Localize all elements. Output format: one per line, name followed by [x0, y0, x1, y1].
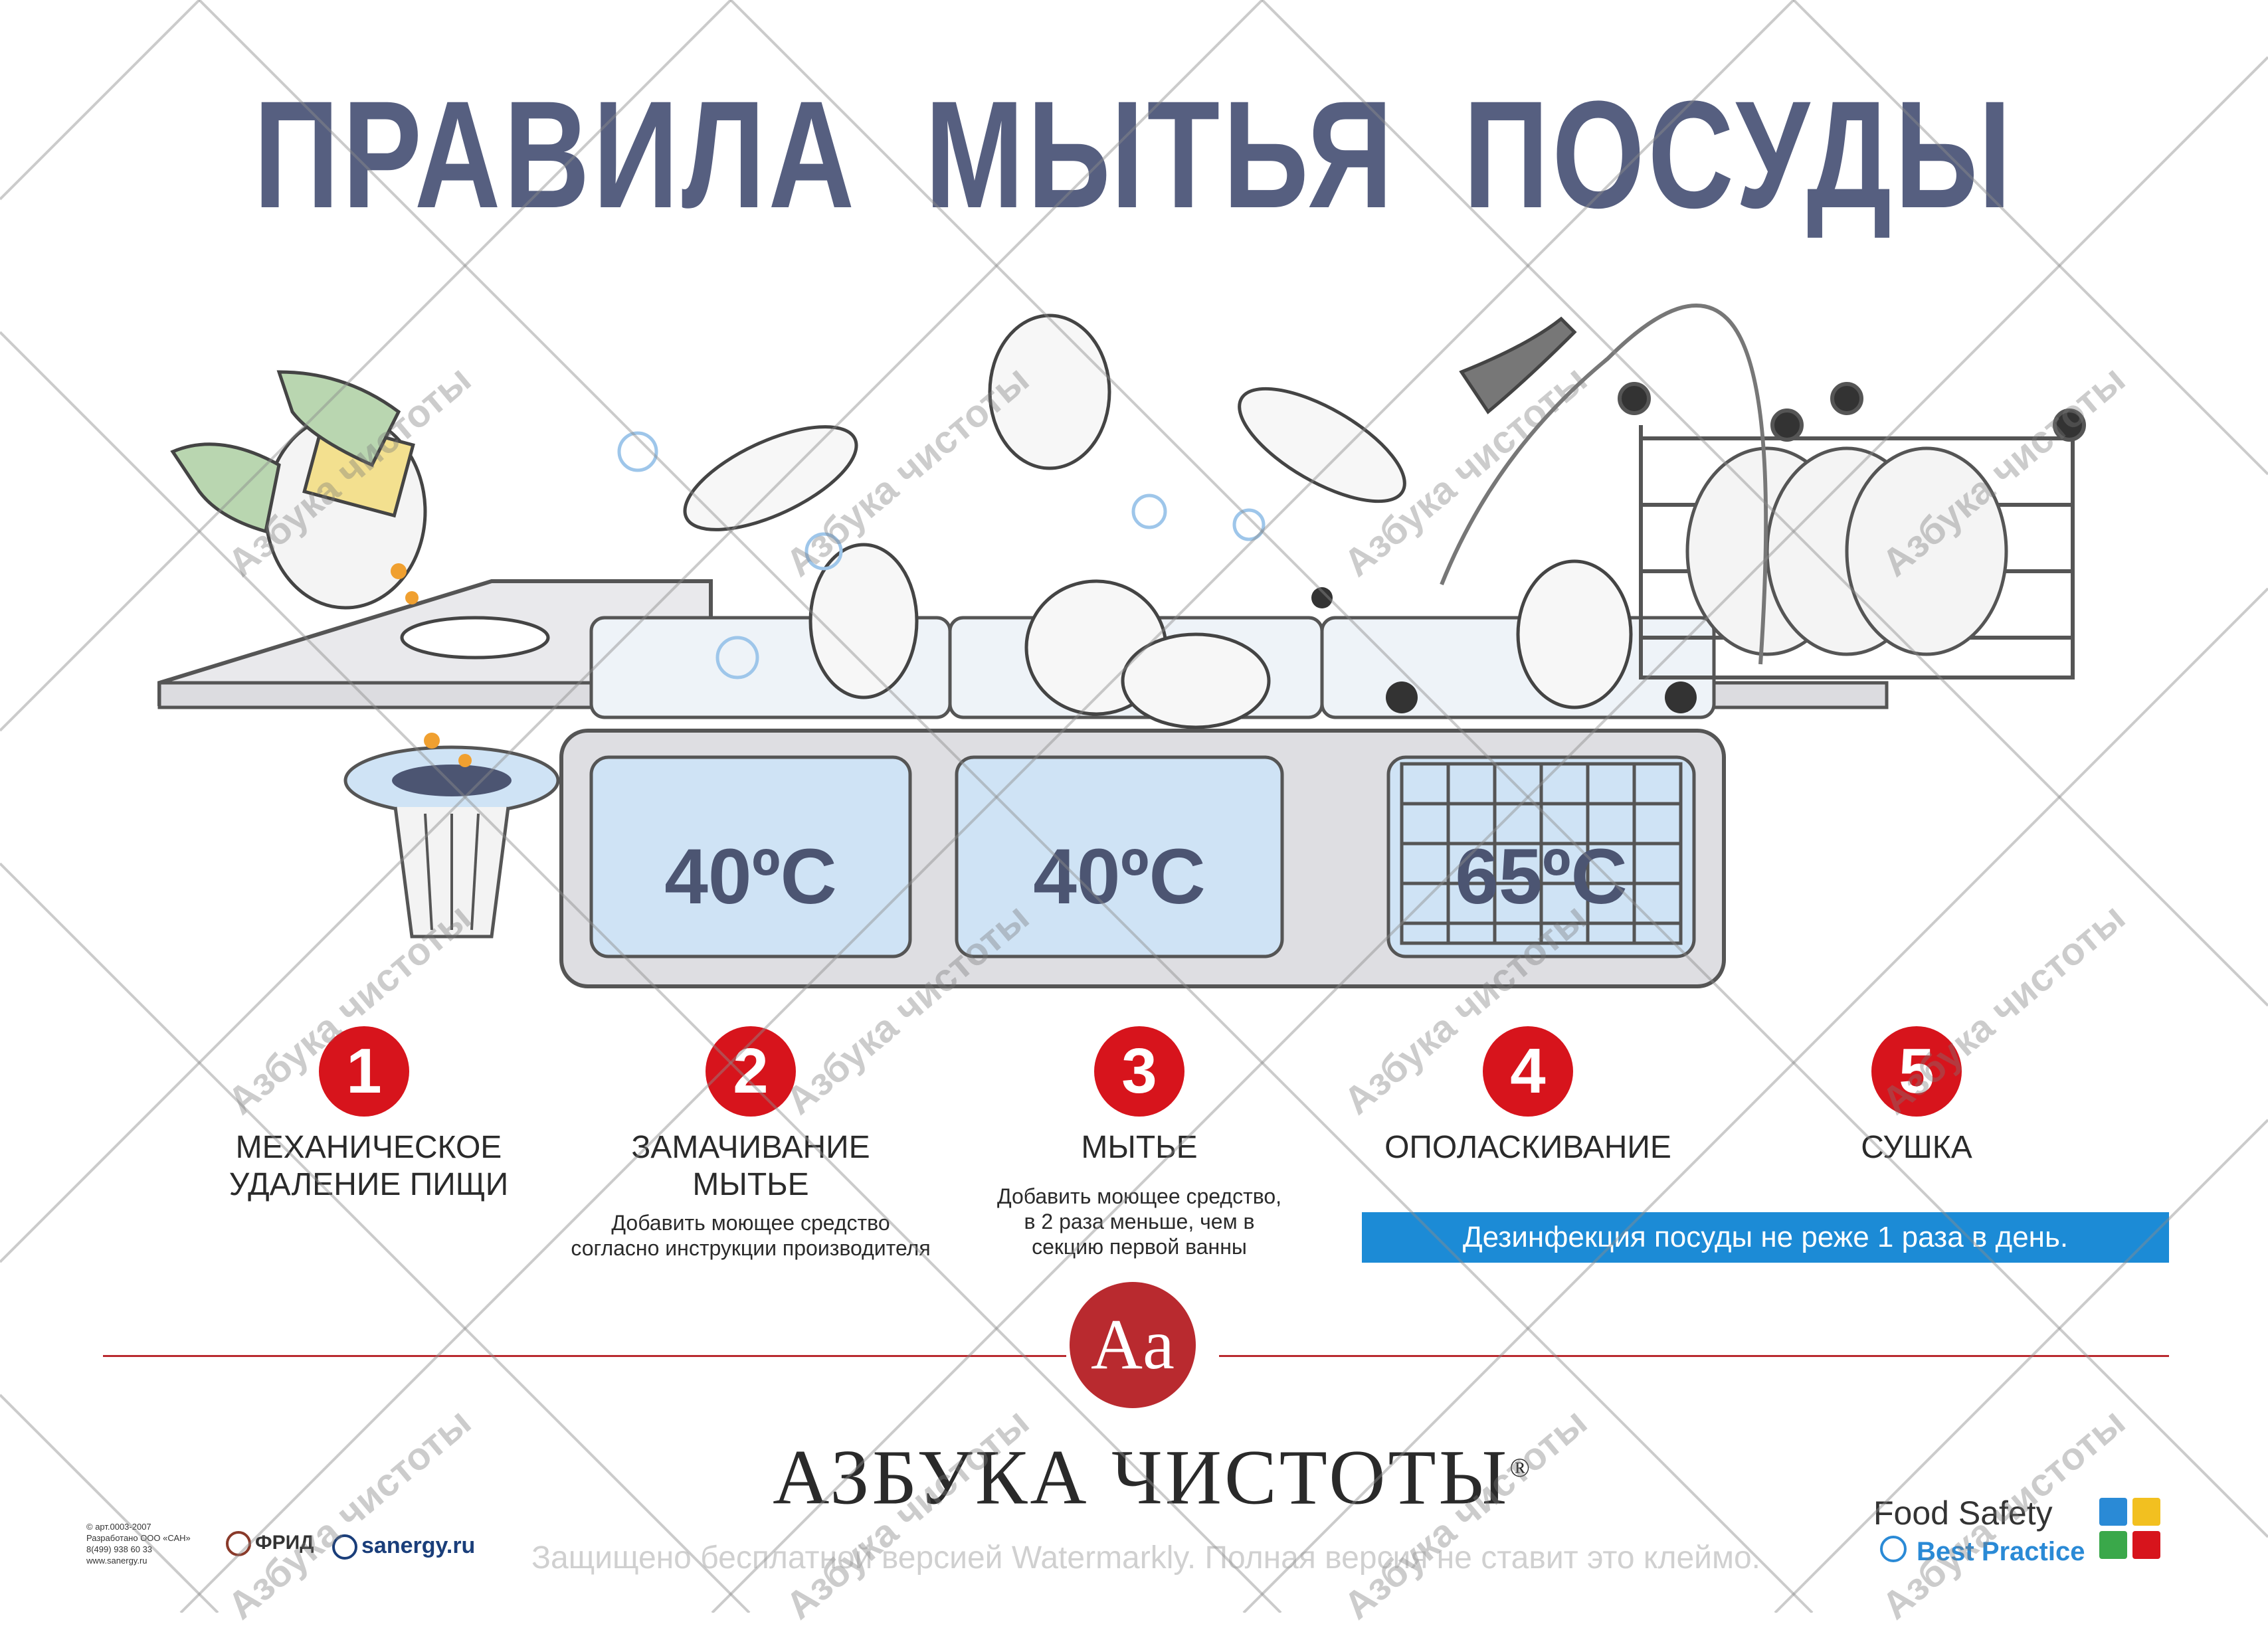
temperature-2: 40ºC	[1033, 833, 1206, 921]
footer-info-line-4: www.sanergy.ru	[86, 1556, 147, 1566]
step-1-title-line-2: УДАЛЕНИЕ ПИЩИ	[229, 1167, 509, 1202]
partner-sanergy: sanergy.ru	[332, 1533, 475, 1560]
step-5-title: СУШКА	[1717, 1129, 2116, 1166]
tank-1	[589, 755, 912, 958]
snowflake-icon	[2099, 1531, 2127, 1559]
footer-info-line-3: 8(499) 938 60 33	[86, 1544, 153, 1554]
step-2-title: ЗАМАЧИВАНИЕ МЫТЬЕ	[551, 1129, 950, 1204]
dancing-plates	[683, 314, 1633, 729]
food-disposal-hole	[400, 616, 550, 660]
pencil-icon	[2132, 1498, 2160, 1526]
registered-mark: ®	[1509, 1453, 1533, 1483]
partner-frid-label: ФРИД	[255, 1531, 314, 1554]
step-3-desc-line-1: Добавить моющее средство,	[996, 1184, 1282, 1208]
disinfection-note: Дезинфекция посуды не реже 1 раза в день…	[1362, 1212, 2169, 1263]
dishes-in-rack	[1685, 446, 2008, 656]
tank-2	[955, 755, 1284, 958]
brand-name: АЗБУКА ЧИСТОТЫ®	[771, 1425, 1535, 1520]
step-2-desc-line-1: Добавить моющее средство	[611, 1211, 890, 1235]
page-title: ПРАВИЛА МЫТЬЯ ПОСУДЫ	[253, 69, 2015, 240]
faucet-knobs	[1311, 587, 1697, 713]
step-number-1: 1	[319, 1026, 409, 1117]
step-5-title-line-1: СУШКА	[1861, 1130, 1972, 1165]
rinse-basket	[1400, 762, 1683, 945]
step-number-2: 2	[706, 1026, 796, 1117]
step-2-description: Добавить моющее средство согласно инстру…	[551, 1210, 950, 1261]
step-4-title: ОПОЛАСКИВАНИЕ	[1329, 1129, 1727, 1166]
step-4: 4	[1483, 1026, 1573, 1117]
soap-bubbles	[617, 431, 1266, 679]
step-1: 1	[319, 1026, 409, 1117]
step-1-title: МЕХАНИЧЕСКОЕ УДАЛЕНИЕ ПИЩИ	[169, 1129, 568, 1204]
divider-right	[1219, 1355, 2169, 1357]
brand-logo: Aa	[1070, 1282, 1196, 1408]
step-3-description: Добавить моющее средство, в 2 раза меньш…	[940, 1184, 1339, 1259]
step-number-3: 3	[1094, 1026, 1184, 1117]
watermarkly-notice: Защищено бесплатной версией Watermarkly.…	[531, 1540, 1760, 1576]
footer-info: © арт.0003-2007 Разработано ООО «САН» 8(…	[86, 1521, 191, 1566]
water-drop-icon	[2099, 1498, 2127, 1526]
best-practice-label: Best Practice	[1917, 1537, 2085, 1566]
step-3-title-line-1: МЫТЬЕ	[1081, 1130, 1198, 1165]
step-3-desc-line-3: секцию первой ванны	[1032, 1235, 1247, 1259]
partner-sanergy-label: sanergy.ru	[361, 1533, 476, 1558]
step-2: 2	[706, 1026, 796, 1117]
temperature-1: 40ºC	[664, 833, 837, 921]
step-2-title-line-1: ЗАМАЧИВАНИЕ	[631, 1130, 870, 1165]
step-5: 5	[1871, 1026, 1962, 1117]
thermometer-icon	[2132, 1531, 2160, 1559]
step-4-title-line-1: ОПОЛАСКИВАНИЕ	[1384, 1130, 1671, 1165]
divider-left	[103, 1355, 1066, 1357]
hands-scraping-plate	[170, 370, 427, 610]
step-2-desc-line-2: согласно инструкции производителя	[571, 1236, 931, 1260]
sanergy-logo-icon	[332, 1534, 357, 1560]
step-3-desc-line-2: в 2 раза меньше, чем в	[1024, 1210, 1255, 1233]
step-2-title-line-2: МЫТЬЕ	[692, 1167, 809, 1202]
step-3-title: МЫТЬЕ	[940, 1129, 1339, 1166]
footer-info-line-2: Разработано ООО «САН»	[86, 1533, 191, 1543]
best-practice-check-icon	[1880, 1536, 1907, 1562]
frid-logo-icon	[226, 1531, 251, 1556]
partner-frid: ФРИД	[226, 1531, 314, 1556]
step-number-5: 5	[1871, 1026, 1962, 1117]
temperature-3: 65ºC	[1455, 833, 1628, 921]
footer-info-line-1: © арт.0003-2007	[86, 1522, 151, 1532]
step-number-4: 4	[1483, 1026, 1573, 1117]
brand-name-text: АЗБУКА ЧИСТОТЫ	[773, 1433, 1510, 1521]
shower-hose	[1440, 304, 1768, 665]
waste-bin	[343, 733, 560, 939]
step-3: 3	[1094, 1026, 1184, 1117]
step-1-title-line-1: МЕХАНИЧЕСКОЕ	[235, 1130, 502, 1165]
food-safety-label: Food Safety	[1873, 1494, 2053, 1532]
